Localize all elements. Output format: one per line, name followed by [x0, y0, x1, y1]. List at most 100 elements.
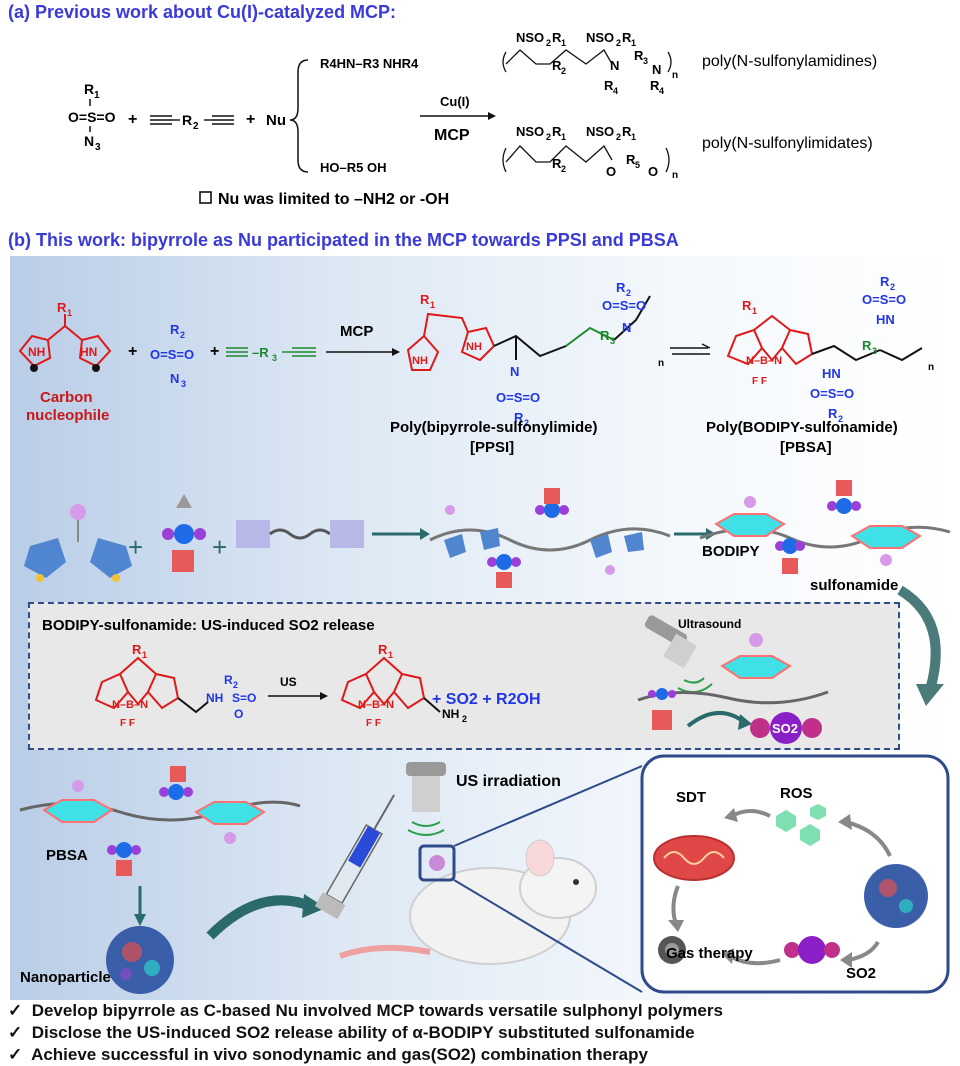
svg-text:NSO: NSO [586, 124, 614, 139]
svg-text:O=S=O: O=S=O [68, 109, 116, 125]
svg-text:4: 4 [613, 86, 618, 96]
svg-text:3: 3 [95, 142, 101, 153]
ros-icon [776, 804, 826, 846]
mcp-label-a: MCP [434, 127, 470, 144]
svg-text:R: R [84, 81, 94, 97]
svg-text:R: R [552, 58, 562, 73]
svg-text:O=S=O: O=S=O [810, 386, 854, 401]
svg-text:HN: HN [80, 345, 97, 359]
svg-text:R: R [650, 78, 660, 93]
svg-text:NH: NH [442, 707, 459, 721]
svg-text:R: R [626, 152, 636, 167]
sdt-label: SDT [676, 789, 706, 806]
svg-text:3: 3 [643, 56, 648, 66]
ppsi-structure [406, 295, 651, 371]
svg-text:3: 3 [272, 353, 277, 363]
nu-limit-note: Nu was limited to –NH2 or -OH [218, 191, 449, 208]
plus-a2: + [246, 111, 255, 128]
svg-text:NH: NH [466, 341, 482, 353]
conclusion-list: ✓ Develop bipyrrole as C-based Nu involv… [8, 1000, 723, 1066]
conclusion-item: ✓ Achieve successful in vivo sonodynamic… [8, 1045, 648, 1064]
tumor-zoom-box [418, 844, 456, 882]
svg-text:N: N [510, 364, 519, 379]
svg-text:O=S=O: O=S=O [150, 347, 194, 362]
svg-text:1: 1 [561, 38, 566, 48]
svg-text:NSO: NSO [516, 124, 544, 139]
svg-text:2: 2 [561, 164, 566, 174]
svg-text:2: 2 [626, 288, 631, 298]
nu-label: Nu [266, 112, 286, 129]
product2-label: poly(N-sulfonylimidates) [702, 135, 873, 152]
diyne-a [150, 115, 234, 125]
amine-label: R4HN–R3 NHR4 [320, 56, 419, 71]
us-arrow-label: US [280, 675, 297, 689]
mitochondria-icon [653, 835, 735, 881]
svg-text:2: 2 [616, 132, 621, 142]
mouse-icon [339, 839, 597, 965]
mcp-label-b: MCP [340, 323, 373, 340]
cartoon-row: + + BODI [24, 480, 951, 594]
ppsi-chain-cartoon-icon [429, 488, 671, 588]
svg-text:1: 1 [67, 308, 72, 318]
nucleophile-label-2: nucleophile [26, 407, 109, 424]
svg-text:O=S=O: O=S=O [862, 292, 906, 307]
svg-text:1: 1 [142, 650, 147, 660]
svg-text:F F: F F [366, 718, 381, 729]
release-box-content: BODIPY-sulfonamide: US-induced SO2 relea… [42, 615, 829, 744]
svg-text:R: R [552, 156, 562, 171]
note-checkbox-icon [199, 191, 212, 204]
svg-text:O=S=O: O=S=O [602, 298, 646, 313]
svg-text:R: R [880, 274, 890, 289]
pbsa-polymer-cartoon-icon [19, 766, 301, 876]
svg-text:3: 3 [610, 336, 615, 346]
svg-text:R: R [514, 410, 524, 425]
bipyrrole-carbon-dot [92, 364, 100, 372]
svg-text:F F: F F [752, 376, 767, 387]
ppsi-name: Poly(bipyrrole-sulfonylimide) [390, 419, 598, 436]
svg-text:R: R [378, 642, 388, 657]
svg-text:R: R [742, 298, 752, 313]
svg-text:NH: NH [206, 691, 223, 705]
conclusion-item: ✓ Develop bipyrrole as C-based Nu involv… [8, 1001, 723, 1020]
ultrasound-label: Ultrasound [678, 617, 741, 631]
svg-text:2: 2 [838, 414, 843, 424]
svg-text:2: 2 [546, 38, 551, 48]
pbsa-cartoon-label: PBSA [46, 847, 88, 864]
svg-text:R: R [552, 124, 562, 139]
plus-cartoon-2: + [212, 532, 227, 562]
svg-text:2: 2 [561, 66, 566, 76]
diyne-b [226, 347, 316, 357]
nanoparticle-icon [106, 926, 174, 994]
svg-text:1: 1 [388, 650, 393, 660]
bodipy-cartoon-release-icon [637, 633, 829, 730]
svg-text:N–B–N: N–B–N [746, 355, 782, 367]
svg-text:2: 2 [180, 330, 185, 340]
svg-text:R: R [622, 124, 632, 139]
brace [289, 59, 309, 173]
svg-text:3: 3 [181, 379, 186, 389]
svg-text:N: N [652, 62, 661, 77]
svg-text:R: R [616, 280, 626, 295]
svg-text:O: O [606, 164, 616, 179]
svg-text:R: R [132, 642, 142, 657]
nucleophile-label-1: Carbon [40, 389, 93, 406]
mechanism-box [640, 754, 950, 994]
svg-text:R: R [604, 78, 614, 93]
bipyrrole-carbon-dot [30, 364, 38, 372]
svg-text:N: N [610, 58, 619, 73]
svg-text:R: R [420, 292, 430, 307]
pbsa-name: Poly(BODIPY-sulfonamide) [706, 419, 898, 436]
svg-text:N: N [622, 320, 631, 335]
bodipy-amine-structure [340, 656, 426, 710]
svg-text:R: R [552, 30, 562, 45]
release-products: + SO2 + R2OH [432, 691, 541, 708]
svg-text:2: 2 [233, 680, 238, 690]
so2-molecule-icon [750, 712, 822, 744]
svg-text:N–B–N: N–B–N [358, 699, 394, 711]
svg-text:NSO: NSO [516, 30, 544, 45]
catalyst-label: Cu(I) [440, 94, 470, 109]
svg-text:2: 2 [462, 714, 467, 724]
